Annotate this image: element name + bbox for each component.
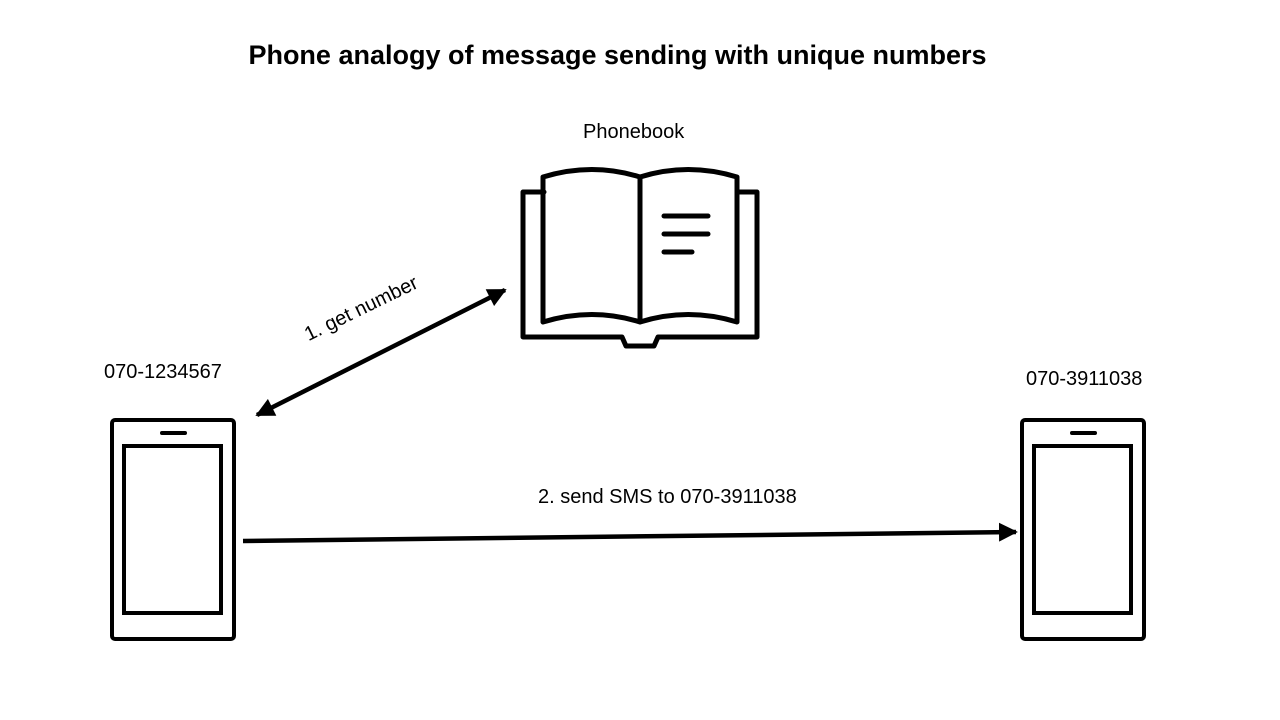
- receiver-phone-icon: [1020, 418, 1146, 641]
- phonebook-label: Phonebook: [583, 121, 685, 143]
- sender-phone-icon: [110, 418, 236, 641]
- sender-number-label: 070-1234567: [104, 361, 222, 383]
- receiver-number-label: 070-3911038: [1026, 368, 1143, 390]
- open-book-icon: [520, 167, 760, 349]
- get-number-arrow: [255, 287, 507, 418]
- send-sms-arrow: [242, 522, 1018, 544]
- diagram-title: Phone analogy of message sending with un…: [248, 40, 987, 70]
- step-2-label: 2. send SMS to 070-3911038: [538, 486, 797, 508]
